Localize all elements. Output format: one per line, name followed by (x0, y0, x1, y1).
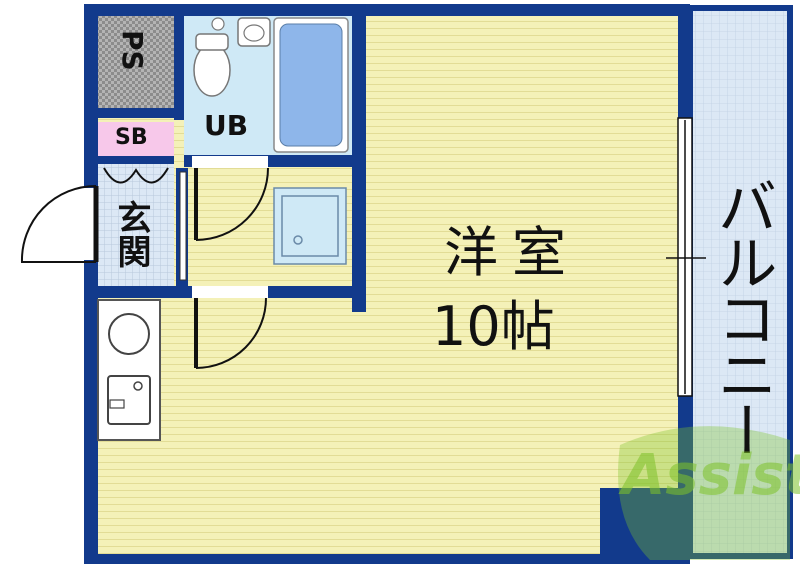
ps-label: PS (116, 30, 149, 71)
stove-icon (108, 313, 150, 355)
genkan-label: 玄関 (111, 200, 151, 268)
shoe-cabinet-door (103, 167, 169, 184)
washer-space (273, 187, 347, 265)
ps-shaft (98, 16, 174, 108)
pipe-space-corner (600, 488, 678, 554)
genkan-floor (98, 164, 174, 286)
sb-box (98, 122, 174, 156)
watermark-logo (618, 426, 790, 560)
balcony-label: バルコニー (707, 176, 777, 456)
main-room-name: 洋室 (444, 221, 580, 284)
watermark-text: Assist (622, 443, 800, 508)
ps-wall (174, 12, 184, 120)
sb-label: SB (115, 125, 148, 150)
kitchen-sink (107, 375, 151, 425)
toilet-icon (193, 43, 231, 97)
sink-icon (237, 17, 271, 47)
ub-label: UB (204, 109, 249, 142)
main-room-size: 10帖 (432, 295, 555, 358)
